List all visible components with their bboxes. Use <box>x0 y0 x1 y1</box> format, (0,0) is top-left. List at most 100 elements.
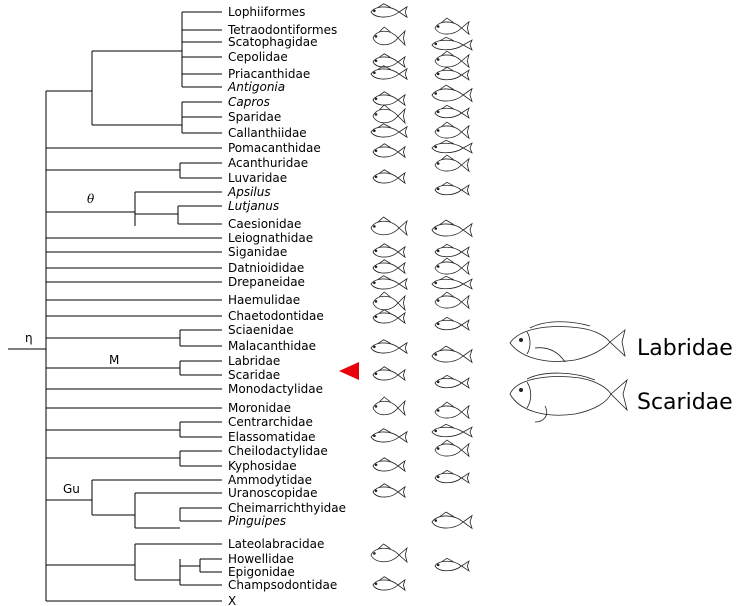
tip-label-lophiiformes: Lophiiformes <box>228 5 305 19</box>
gu-node-label: Gu <box>63 482 80 496</box>
fish-thumbnail-icon <box>434 154 470 173</box>
fish-thumbnail-icon <box>431 219 473 238</box>
fish-thumbnail-icon <box>372 457 406 473</box>
tip-label-elassomatidae: Elassomatidae <box>228 430 316 444</box>
tip-label-cepolidae: Cepolidae <box>228 50 288 64</box>
tip-label-centrarchidae: Centrarchidae <box>228 415 313 429</box>
fish-thumbnail-icon <box>372 169 406 185</box>
fish-thumbnail-icon <box>434 439 470 458</box>
fish-thumbnail-icon <box>431 84 473 103</box>
fish-thumbnail-icon <box>431 511 473 530</box>
m-node-label: M <box>109 353 119 367</box>
wrasse-fish-icon <box>509 321 626 363</box>
tip-label-caesionidae: Caesionidae <box>228 217 301 231</box>
fish-thumbnail-icon <box>434 557 470 572</box>
tip-label-callanthiidae: Callanthiidae <box>228 126 307 140</box>
tip-label-pomacanthidae: Pomacanthidae <box>228 141 321 155</box>
fish-thumbnail-icon <box>370 123 408 139</box>
fish-thumbnail-icon <box>431 423 473 438</box>
fish-thumbnail-icon <box>434 374 470 389</box>
tip-label-ammodytidae: Ammodytidae <box>228 473 312 487</box>
tip-label-malacanthidae: Malacanthidae <box>228 339 316 353</box>
tip-label-datnioididae: Datnioididae <box>228 261 304 275</box>
tip-labels: LophiiformesTetraodontiformesScatophagid… <box>227 5 346 606</box>
fish-thumbnail-icon <box>370 3 408 19</box>
tip-label-scaridae: Scaridae <box>228 368 280 382</box>
fish-thumbnail-icon <box>434 181 470 196</box>
fish-thumbnail-icon <box>370 216 408 237</box>
fish-thumbnail-icon <box>372 143 406 159</box>
tip-label-siganidae: Siganidae <box>228 245 287 259</box>
tip-label-acanthuridae: Acanthuridae <box>228 156 308 170</box>
theta-node-label: θ <box>87 192 95 206</box>
fish-thumbnail-icon <box>372 243 406 259</box>
tip-label-pinguipes: Pinguipes <box>228 514 286 528</box>
fish-thumbnail-icon <box>431 275 473 290</box>
fish-thumbnail-icon <box>434 17 470 36</box>
fish-thumbnail-icon <box>431 36 473 51</box>
fish-thumbnail-icon <box>372 291 406 312</box>
fish-thumbnail-icon <box>372 26 406 47</box>
tip-label-howellidae: Howellidae <box>228 552 294 566</box>
fish-thumbnail-icon <box>372 91 406 107</box>
tree-branches <box>8 11 222 602</box>
tip-label-cheilodactylidae: Cheilodactylidae <box>228 444 328 458</box>
fish-thumbnail-icon <box>370 65 408 81</box>
fish-thumbnail-icon <box>434 50 470 69</box>
fish-thumbnail-icon <box>434 121 470 140</box>
tip-label-chaetodontidae: Chaetodontidae <box>228 309 324 323</box>
tip-label-haemulidae: Haemulidae <box>228 293 300 307</box>
tip-label-epigonidae: Epigonidae <box>228 565 295 579</box>
tip-label-lateolabracidae: Lateolabracidae <box>228 537 324 551</box>
tip-label-sciaenidae: Sciaenidae <box>228 323 294 337</box>
fish-thumbnail-icon <box>370 275 408 291</box>
labridae-featured-label: Labridae <box>637 336 733 361</box>
tip-label-monodactylidae: Monodactylidae <box>228 382 323 396</box>
tip-label-leiognathidae: Leiognathidae <box>228 231 313 245</box>
fish-thumbnail-icon <box>434 104 470 119</box>
tip-label-capros: Capros <box>228 95 270 109</box>
fish-thumbnail-icon <box>431 139 473 154</box>
tip-label-moronidae: Moronidae <box>228 401 291 415</box>
fish-thumbnail-icon <box>431 345 473 364</box>
pointer-arrow <box>339 362 359 380</box>
tip-label-luvaridae: Luvaridae <box>228 171 287 185</box>
tip-label-apsilus: Apsilus <box>227 185 271 199</box>
fish-thumbnail-icon <box>434 66 470 81</box>
fish-thumbnail-icon <box>434 243 470 258</box>
fish-thumbnail-icon <box>372 309 406 325</box>
tip-label-scatophagidae: Scatophagidae <box>228 35 318 49</box>
fish-thumbnail-icon <box>434 469 470 484</box>
tip-label-antigonia: Antigonia <box>227 80 285 94</box>
tip-label-champsodontidae: Champsodontidae <box>228 578 337 592</box>
fish-thumbnail-icon <box>372 259 406 275</box>
tip-label-lutjanus: Lutjanus <box>228 199 279 213</box>
fish-thumbnail-icon <box>372 366 406 382</box>
scaridae-featured-label: Scaridae <box>637 390 733 415</box>
fish-thumbnail-icon <box>434 257 470 276</box>
fish-thumbnail-icon <box>434 401 470 420</box>
fish-thumbnail-icon <box>434 316 470 331</box>
fish-thumbnail-icon <box>372 104 406 125</box>
tip-label-tetraodontiformes: Tetraodontiformes <box>227 23 337 37</box>
fish-thumbnail-icon <box>372 483 406 499</box>
tip-label-drepaneidae: Drepaneidae <box>228 275 305 289</box>
tip-label-kyphosidae: Kyphosidae <box>228 459 297 473</box>
tip-label-cheimarrichthyidae: Cheimarrichthyidae <box>228 501 346 515</box>
fish-thumbnail-icon <box>372 53 406 69</box>
fish-thumbnail-icon <box>372 396 406 417</box>
tip-label-labridae: Labridae <box>228 354 280 368</box>
fish-thumbnail-icon <box>434 291 470 310</box>
fish-thumbnail-icon <box>370 428 408 444</box>
fish-thumbnail-icon <box>372 576 406 592</box>
tip-label-sparidae: Sparidae <box>228 110 281 124</box>
fish-thumbnails <box>370 3 473 592</box>
fish-thumbnail-icon <box>370 543 408 564</box>
root-node-label: η <box>25 331 33 345</box>
tip-label-uranoscopidae: Uranoscopidae <box>228 486 318 500</box>
tip-label-x: X <box>228 594 236 606</box>
tip-label-priacanthidae: Priacanthidae <box>228 67 310 81</box>
parrotfish-icon <box>509 372 628 423</box>
